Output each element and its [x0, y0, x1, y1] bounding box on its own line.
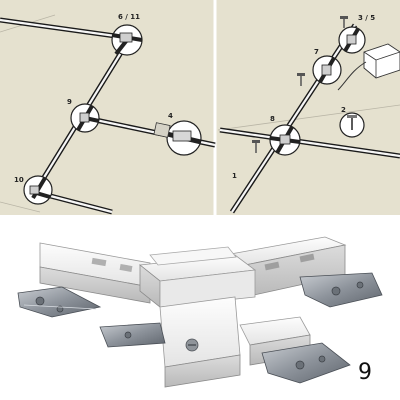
figure-number: 9	[358, 360, 372, 385]
detail-circle-feed-mid	[312, 55, 342, 85]
right-panel: 3 / 5 7 2 8 1	[217, 14, 400, 214]
power-cable	[337, 61, 367, 91]
callout-label-4: 4	[168, 112, 173, 120]
callout-label-3-5: 3 / 5	[358, 14, 375, 22]
ceiling-line	[217, 104, 400, 131]
callout-label-10: 10	[14, 176, 24, 184]
power-supply-box	[363, 43, 400, 79]
callout-label-6-11: 6 / 11	[118, 13, 140, 21]
track-rail-diagonal	[229, 23, 358, 214]
callout-label-9: 9	[67, 98, 72, 106]
callout-label-2: 2	[341, 106, 346, 114]
connector-body	[153, 122, 171, 138]
callout-label-8: 8	[270, 115, 275, 123]
diagram-background	[0, 0, 400, 215]
detail-circle-connector	[166, 120, 202, 156]
connector-arm-left	[39, 242, 151, 304]
installation-diagram: 6 / 11 9 4 10	[0, 0, 400, 215]
track-rail-horizontal	[219, 127, 400, 159]
track-rail-top	[0, 17, 131, 41]
callout-label-7: 7	[314, 48, 319, 56]
detail-circle-t-joint	[269, 124, 301, 156]
detail-circle-screw	[339, 112, 365, 138]
ceiling-line	[0, 201, 41, 213]
screw-left	[297, 73, 305, 86]
detail-circle-t-joint	[70, 103, 100, 133]
callout-label-1: 1	[232, 172, 237, 180]
left-panel: 6 / 11 9 4 10	[0, 13, 216, 215]
metal-contacts-right	[299, 272, 383, 308]
screw-bottom	[252, 140, 260, 153]
detail-circle-corner-top	[111, 24, 143, 56]
metal-contacts-left	[17, 286, 102, 318]
detail-circle-feed-top	[338, 26, 366, 54]
detail-circle-end-cap	[23, 175, 53, 205]
metal-bracket-lower-left	[99, 322, 166, 348]
connector-arm-front	[159, 296, 241, 388]
metal-contacts-lower-right	[261, 342, 351, 384]
screw-top	[340, 16, 348, 28]
t-connector-product-image	[0, 215, 400, 400]
